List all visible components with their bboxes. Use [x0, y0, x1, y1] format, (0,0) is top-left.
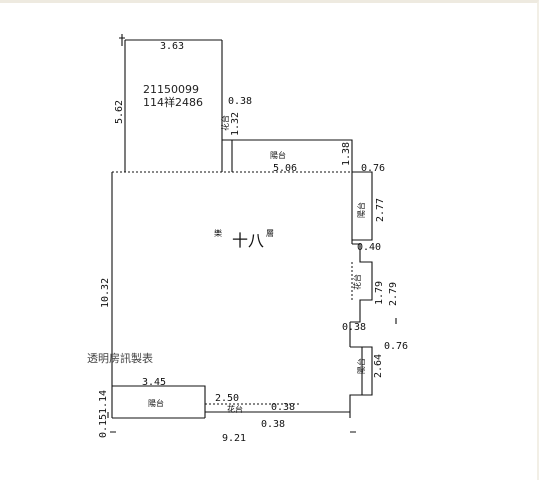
dim-bottom-balcony-height: 1.14: [98, 390, 109, 414]
dim-bottom-balcony-width: 3.45: [142, 377, 166, 388]
dim-flower-length: 1.32: [230, 112, 241, 136]
main-floor-label-b: 層: [266, 229, 274, 238]
floor-number-mark: 十八: [232, 231, 264, 250]
dim-ticks: [107, 34, 397, 433]
main-floor-label-a: 樂: [214, 228, 222, 238]
main-floor-walls: [111, 172, 373, 419]
right-balcony-b-label: 陽台: [356, 358, 366, 374]
stamp-id: 21150099: [143, 83, 199, 96]
top-flower-label: 花台: [220, 115, 230, 131]
dim-notch-a: 0.38: [228, 96, 252, 107]
dim-tower-height: 5.62: [114, 100, 125, 124]
dim-tower-width: 3.63: [160, 41, 184, 52]
dim-right-bay: 2.79: [388, 282, 399, 306]
dim-wall-a: 1.38: [341, 142, 352, 166]
top-balcony-label: 陽台: [270, 150, 286, 160]
dim-right-offset-b: 0.76: [384, 341, 408, 352]
bottom-balcony-label: 陽台: [148, 398, 164, 408]
dim-right-balcony-b: 2.64: [373, 354, 384, 378]
dim-bottom-step-b: 0.38: [261, 419, 285, 430]
stamp-code: 114祥2486: [143, 95, 203, 109]
bottom-balcony-walls: [112, 385, 206, 418]
dim-total-width: 9.21: [222, 433, 246, 444]
dim-right-step-b: 0.38: [342, 322, 366, 333]
dim-bottom-offset: 0.15: [98, 414, 109, 438]
dim-right-offset: 0.76: [361, 163, 385, 174]
tower-walls: [124, 39, 223, 172]
bottom-flower-label: 花台: [227, 404, 243, 414]
watermark-text: 透明房訊製表: [87, 351, 153, 365]
top-balcony-walls: [222, 139, 353, 172]
dim-right-flower-length: 1.79: [374, 281, 385, 305]
dim-bottom-step-a: 0.38: [271, 402, 295, 413]
dim-bottom-flower-length: 2.50: [215, 393, 239, 404]
dim-right-step-a: 0.40: [357, 242, 381, 253]
dim-main-height: 10.32: [100, 278, 111, 308]
dim-right-balcony-a: 2.77: [375, 198, 386, 222]
right-balcony-a-label: 陽台: [356, 202, 366, 218]
right-flower-label: 花台: [352, 274, 362, 290]
right-balcony-walls: [352, 171, 373, 396]
dim-main-width-top: 5.06: [273, 163, 297, 174]
